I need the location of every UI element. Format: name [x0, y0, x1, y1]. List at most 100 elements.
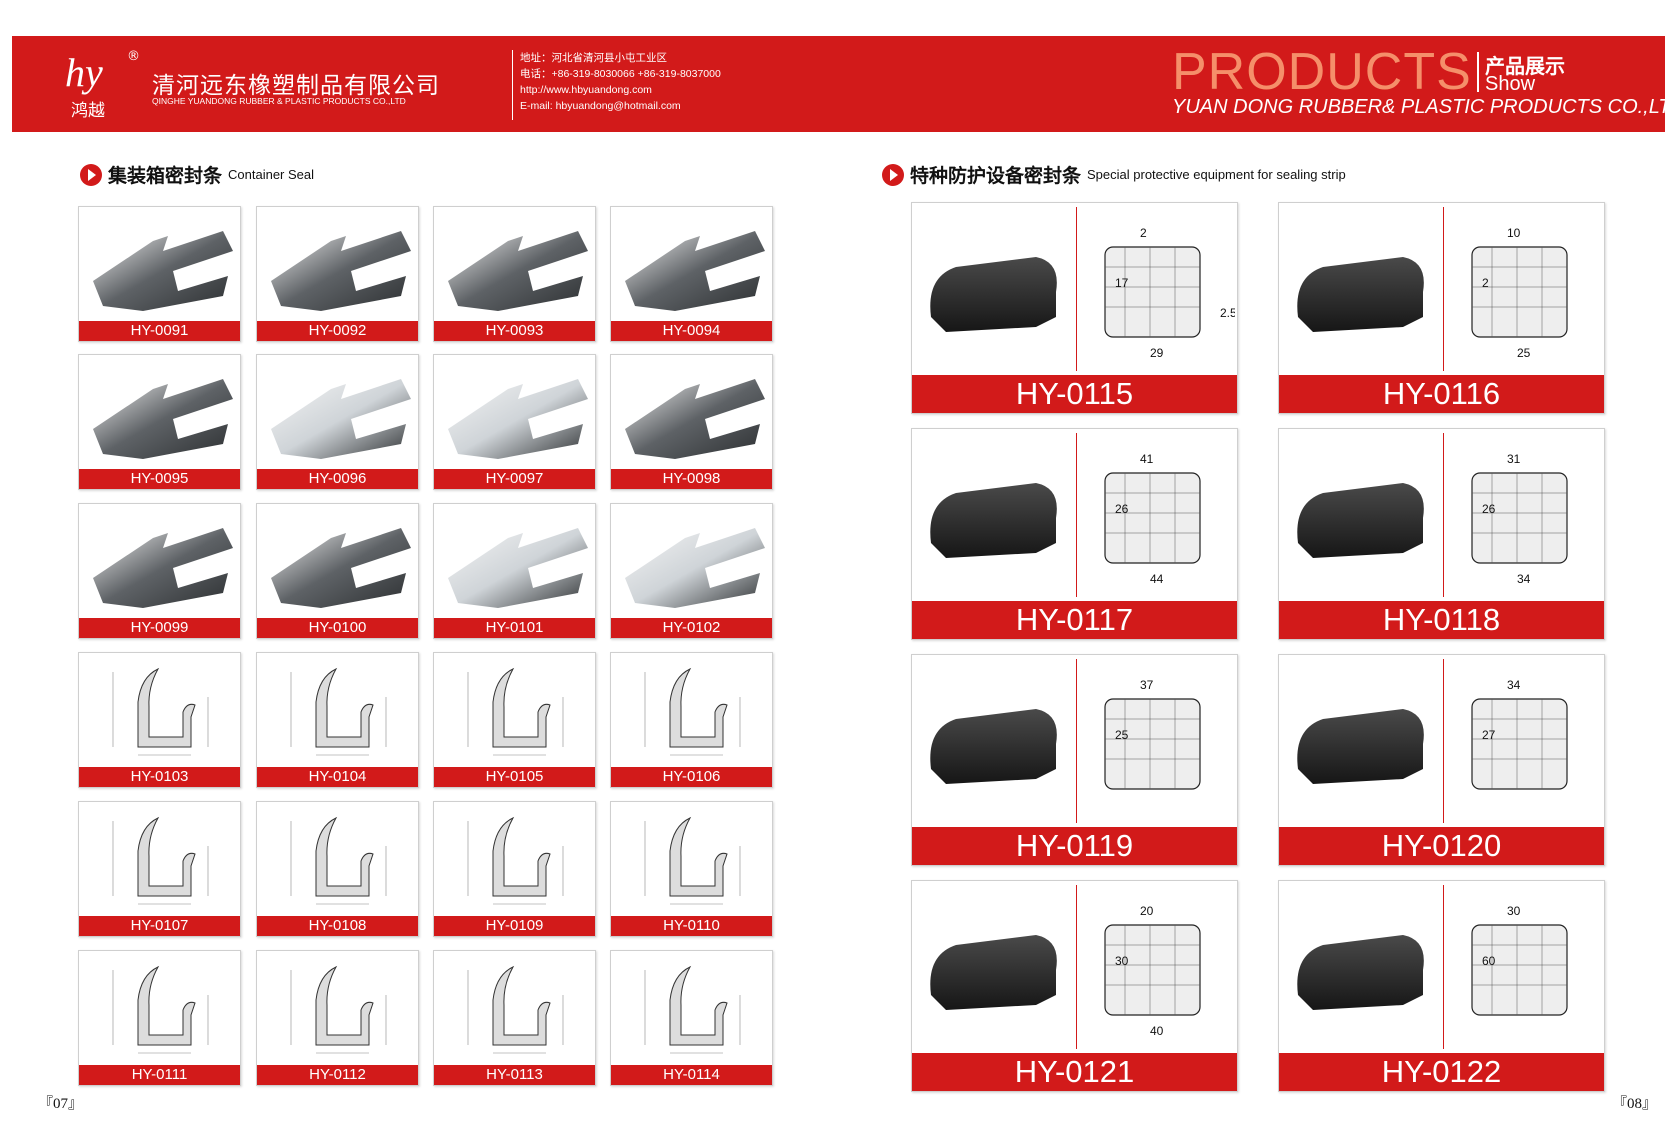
dimension-label: 2: [1482, 276, 1489, 290]
product-card: HY-0103: [78, 652, 241, 788]
product-card: HY-0102: [610, 503, 773, 639]
company-name-cn: 清河远东橡塑制品有限公司: [152, 73, 440, 99]
dimension-label: 20: [1140, 904, 1154, 918]
product-code-label: HY-0102: [611, 618, 772, 638]
dimension-label: 27: [1482, 728, 1496, 742]
seal-technical-drawing: [112, 667, 209, 756]
product-card: HY-0114: [610, 950, 773, 1086]
product-card: HY-0091: [78, 206, 241, 342]
product-code-label: HY-0105: [434, 767, 595, 787]
dimension-label: 37: [1140, 678, 1154, 692]
dimension-label: 26: [1115, 502, 1129, 516]
seal-profile-photo: [1297, 935, 1424, 1010]
seal-technical-drawing: [467, 816, 564, 905]
product-code-label: HY-0114: [611, 1065, 772, 1085]
card-divider: [1443, 433, 1444, 597]
product-code-label: HY-0098: [611, 469, 772, 489]
seal-profile-photo: [448, 231, 588, 311]
seal-technical-drawing: [290, 667, 387, 756]
dimension-label: 25: [1115, 728, 1129, 742]
header-banner: hy 鸿越 ® 清河远东橡塑制品有限公司 QINGHE YUANDONG RUB…: [12, 36, 1677, 132]
seal-technical-drawing: [467, 965, 564, 1054]
product-card: HY-0098: [610, 354, 773, 490]
products-divider: [1477, 52, 1479, 92]
product-card: HY-0112: [256, 950, 419, 1086]
product-code-label: HY-0093: [434, 321, 595, 341]
seal-profile-photo: [93, 231, 233, 311]
seal-profile-photo: [625, 231, 765, 311]
dimension-label: 41: [1140, 452, 1154, 466]
card-divider: [1076, 433, 1077, 597]
dimension-label: 2: [1140, 226, 1147, 240]
product-card: HY-0108: [256, 801, 419, 937]
product-code-label: HY-0110: [611, 916, 772, 936]
seal-profile-photo: [1297, 483, 1424, 558]
seal-technical-drawing: [112, 816, 209, 905]
products-cn: 产品展示: [1485, 54, 1565, 78]
product-code-label: HY-0097: [434, 469, 595, 489]
card-divider: [1443, 207, 1444, 371]
section-title-en: Special protective equipment for sealing…: [1087, 167, 1346, 182]
section-title-cn: 集装箱密封条: [108, 165, 223, 187]
seal-profile-photo: [930, 709, 1057, 784]
product-card: HY-0110: [610, 801, 773, 937]
seal-profile-photo: [930, 935, 1057, 1010]
section-title-cn: 特种防护设备密封条: [910, 165, 1082, 187]
product-card: HY-0092: [256, 206, 419, 342]
seal-profile-photo: [93, 379, 233, 459]
arrow-bullet-icon: [80, 163, 102, 186]
card-divider: [1076, 659, 1077, 823]
product-card: HY-0111: [78, 950, 241, 1086]
product-card: HY-0093: [433, 206, 596, 342]
seal-profile-photo: [271, 231, 411, 311]
dimension-label: 17: [1115, 276, 1129, 290]
company-logo: hy 鸿越 ®: [57, 44, 147, 124]
card-divider: [1076, 885, 1077, 1049]
product-code-label: HY-0106: [611, 767, 772, 787]
product-card: HY-0100: [256, 503, 419, 639]
product-code-label: HY-0100: [257, 618, 418, 638]
products-title: PRODUCTS: [1172, 43, 1472, 101]
card-divider: [1443, 659, 1444, 823]
contact-phone: 电话：+86-319-8030066 +86-319-8037000: [520, 68, 721, 80]
dimension-label: 40: [1150, 1024, 1164, 1038]
product-card: HY-0106: [610, 652, 773, 788]
product-card: HY-0107: [78, 801, 241, 937]
seal-profile-photo: [1297, 709, 1424, 784]
product-code-label: HY-0103: [79, 767, 240, 787]
product-card: HY-0094: [610, 206, 773, 342]
seal-technical-drawing: [467, 667, 564, 756]
seal-technical-drawing: [290, 816, 387, 905]
seal-technical-drawing: [112, 965, 209, 1054]
dimension-label: 60: [1482, 954, 1496, 968]
seal-profile-photo: [930, 257, 1057, 332]
product-code-label: HY-0101: [434, 618, 595, 638]
seal-profile-photo: [625, 528, 765, 608]
container-seal-heading: 集装箱密封条 Container Seal: [80, 161, 314, 188]
header-divider: [512, 50, 513, 120]
product-code-label: HY-0095: [79, 469, 240, 489]
company-name-en: QINGHE YUANDONG RUBBER & PLASTIC PRODUCT…: [152, 96, 406, 106]
page-number-right-value: 08: [1627, 1096, 1643, 1112]
dimension-label: 31: [1507, 452, 1521, 466]
contact-email: E-mail: hbyuandong@hotmail.com: [520, 100, 681, 112]
product-card: HY-0096: [256, 354, 419, 490]
contact-address: 地址：河北省清河县小屯工业区: [520, 52, 667, 64]
seal-technical-drawing: [644, 667, 741, 756]
product-card: HY-0113: [433, 950, 596, 1086]
dimension-label: 29: [1150, 346, 1164, 360]
seal-profile-photo: [448, 379, 588, 459]
product-code-label: HY-0107: [79, 916, 240, 936]
page-number-left: 『07』: [38, 1096, 84, 1112]
